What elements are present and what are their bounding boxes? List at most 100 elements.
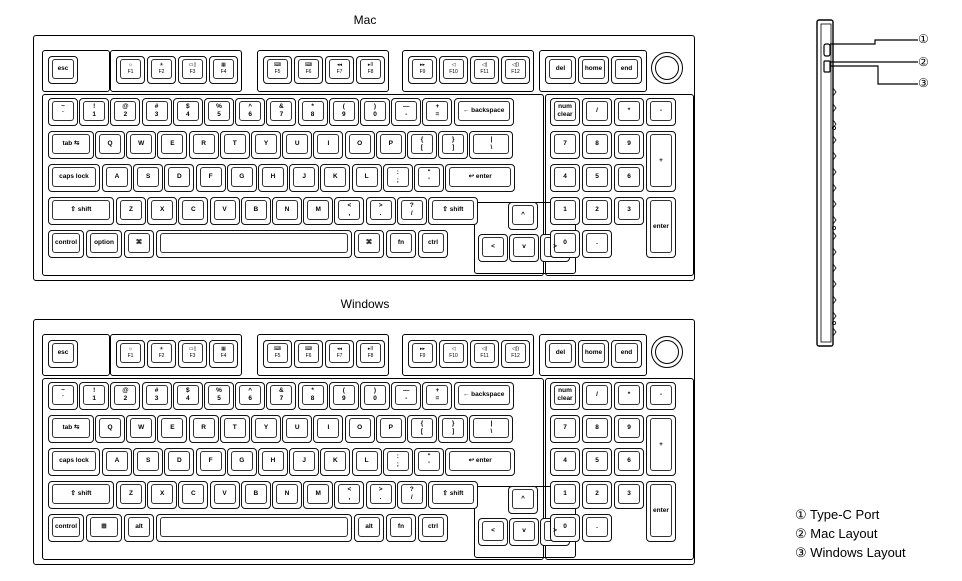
key-shift-row-1[interactable]: Z [116, 197, 146, 225]
key-num-10[interactable]: ) 0 [360, 98, 390, 126]
key-backspace[interactable]: ← backspace [453, 98, 514, 126]
key-numpad-row3-1[interactable]: 5 [582, 164, 612, 192]
key-numpad-row4-1[interactable]: 2 [582, 481, 612, 509]
key-caps-row-3[interactable]: D [164, 448, 195, 476]
key-shift-row-2[interactable]: X [147, 481, 178, 509]
key-shift-row-8[interactable]: < , [334, 197, 365, 225]
key-arrow-right[interactable]: > [540, 234, 570, 262]
key-tab-row-11[interactable]: { [ [407, 131, 437, 159]
key-arrow-up[interactable]: ^ [508, 486, 538, 514]
key-numpad-row2-1[interactable]: 8 [582, 415, 612, 443]
key-bottom-0[interactable]: control [48, 514, 84, 542]
key-tab-row-1[interactable]: Q [95, 415, 125, 443]
key-tab-row-8[interactable]: I [313, 415, 344, 443]
key-numpad-row4-0[interactable]: 1 [550, 481, 580, 509]
key-numpad-row2-0[interactable]: 7 [550, 131, 580, 159]
key-shift-left[interactable]: ⇧ shift [48, 197, 114, 225]
key-f-6[interactable]: ⌨ F6 [294, 56, 323, 84]
key-num-11[interactable]: — - [391, 98, 422, 126]
key-arrow-down[interactable]: v [509, 518, 539, 546]
key-shift-row-3[interactable]: C [178, 197, 209, 225]
key-numpad-row3-1[interactable]: 5 [582, 448, 612, 476]
key-tab-row-8[interactable]: I [313, 131, 344, 159]
key-num-5[interactable]: % 5 [204, 98, 234, 126]
key-f-1[interactable]: ☼ F1 [116, 56, 145, 84]
key-backslash[interactable]: | \ [469, 131, 514, 159]
key-bottom-2[interactable]: ⌘ [124, 230, 154, 258]
key-f-5[interactable]: ⌨ F5 [263, 340, 292, 368]
key-end[interactable]: end [611, 340, 642, 368]
key-bottom-1[interactable]: ⊞ [86, 514, 122, 542]
key-numpad-r1-3[interactable]: - [646, 98, 676, 126]
key-num-5[interactable]: % 5 [204, 382, 234, 410]
key-numpad-row4-0[interactable]: 1 [550, 197, 580, 225]
key-tab-row-6[interactable]: Y [251, 131, 281, 159]
key-caps-row-7[interactable]: J [289, 448, 320, 476]
key-caps-row-2[interactable]: S [133, 448, 164, 476]
key-num-9[interactable]: ( 9 [328, 98, 359, 126]
key-f-2[interactable]: ☀ F2 [147, 340, 176, 368]
key-num-10[interactable]: ) 0 [360, 382, 390, 410]
key-tab-row-12[interactable]: } ] [438, 131, 469, 159]
key-arrow-down[interactable]: v [509, 234, 539, 262]
key-f-8[interactable]: ▸II F8 [356, 340, 385, 368]
key-f-4[interactable]: ▦ F4 [209, 56, 238, 84]
key-bottom-6[interactable]: ctrl [418, 514, 448, 542]
key-shift-row-2[interactable]: X [147, 197, 178, 225]
key-shift-row-4[interactable]: V [209, 481, 240, 509]
key-tab-row-6[interactable]: Y [251, 415, 281, 443]
key-tab-row-2[interactable]: W [126, 415, 157, 443]
key-tab[interactable]: tab ⇆ [48, 415, 94, 443]
key-num-2[interactable]: @ 2 [110, 98, 141, 126]
key-num-11[interactable]: — - [391, 382, 422, 410]
key-numpad-row3-2[interactable]: 6 [614, 448, 644, 476]
key-shift-row-6[interactable]: N [272, 481, 302, 509]
key-shift-row-9[interactable]: > . [365, 481, 396, 509]
key-bottom-6[interactable]: ctrl [418, 230, 448, 258]
key-space[interactable] [156, 514, 352, 542]
key-caps-row-1[interactable]: A [102, 448, 132, 476]
key-f-2[interactable]: ☀ F2 [147, 56, 176, 84]
key-numpad-dot[interactable]: . [582, 230, 612, 258]
key-arrow-left[interactable]: < [478, 234, 508, 262]
key-tab-row-5[interactable]: T [219, 415, 250, 443]
key-caps-row-7[interactable]: J [289, 164, 320, 192]
key-num-8[interactable]: * 8 [297, 98, 328, 126]
key-shift-row-6[interactable]: N [272, 197, 302, 225]
key-shift-row-10[interactable]: ? / [396, 197, 427, 225]
key-numpad-row3-2[interactable]: 6 [614, 164, 644, 192]
key-tab-row-7[interactable]: U [282, 415, 313, 443]
key-f-5[interactable]: ⌨ F5 [263, 56, 292, 84]
key-numpad-r1-0[interactable]: num clear [550, 382, 580, 410]
key-caps-row-3[interactable]: D [164, 164, 195, 192]
key-caps-row-4[interactable]: F [195, 448, 226, 476]
key-caps-row-6[interactable]: H [258, 448, 288, 476]
key-f-6[interactable]: ⌨ F6 [294, 340, 323, 368]
key-del[interactable]: del [545, 56, 576, 84]
key-bottom-5[interactable]: fn [386, 230, 416, 258]
key-bottom-4[interactable]: alt [354, 514, 384, 542]
key-tab-row-3[interactable]: E [157, 131, 188, 159]
key-caps-lock[interactable]: caps lock [48, 164, 100, 192]
key-tab[interactable]: tab ⇆ [48, 131, 94, 159]
key-f-8[interactable]: ▸II F8 [356, 56, 385, 84]
key-numpad-enter[interactable]: enter [646, 481, 676, 542]
key-num-12[interactable]: + = [422, 98, 453, 126]
key-tab-row-3[interactable]: E [157, 415, 188, 443]
key-caps-row-10[interactable]: : ; [382, 164, 413, 192]
key-numpad-row4-1[interactable]: 2 [582, 197, 612, 225]
key-esc[interactable]: esc [48, 56, 78, 84]
key-shift-left[interactable]: ⇧ shift [48, 481, 114, 509]
key-shift-row-4[interactable]: V [209, 197, 240, 225]
key-tab-row-5[interactable]: T [219, 131, 250, 159]
key-tab-row-10[interactable]: P [375, 415, 406, 443]
key-f-11[interactable]: ◁) F11 [470, 340, 499, 368]
key-tab-row-2[interactable]: W [126, 131, 157, 159]
key-numpad-row2-1[interactable]: 8 [582, 131, 612, 159]
key-backspace[interactable]: ← backspace [453, 382, 514, 410]
key-numpad-plus[interactable]: + [646, 415, 676, 476]
key-numpad-row3-0[interactable]: 4 [550, 448, 580, 476]
key-f-9[interactable]: ▸▸ F9 [408, 56, 437, 84]
key-caps-row-2[interactable]: S [133, 164, 164, 192]
key-arrow-left[interactable]: < [478, 518, 508, 546]
